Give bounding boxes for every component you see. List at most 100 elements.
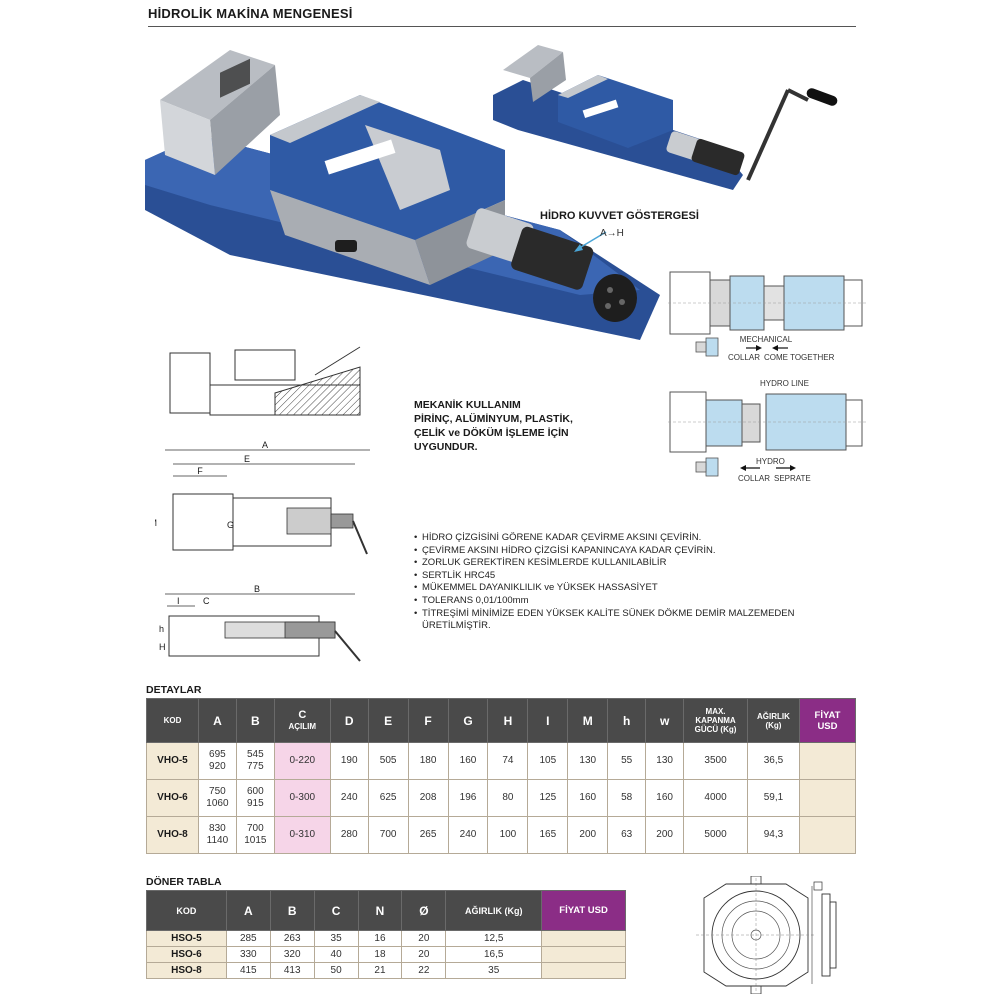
feature-item: TOLERANS 0,01/100mm (414, 595, 814, 608)
mech-note-line: MEKANİK KULLANIM (414, 399, 521, 411)
cell-w: 160 (645, 779, 685, 817)
cell-e: 700 (367, 816, 409, 854)
col-d: D (329, 698, 369, 743)
cell-a-line: 830 (209, 823, 226, 834)
cell-price (798, 742, 857, 780)
collar-label-2: COLLAR (738, 474, 770, 483)
collar-label: COLLAR (728, 353, 760, 362)
cell-h: 74 (487, 742, 529, 780)
cell-max: 5000 (683, 816, 748, 854)
mechanical-usage-note: MEKANİK KULLANIM PİRİNÇ, ALÜMİNYUM, PLAS… (414, 398, 614, 454)
mechanism-diagram: MECHANICAL COLLAR COME TOGETHER HYDRO LI… (668, 271, 868, 483)
cell-i: 125 (527, 779, 569, 817)
cell-h-small: 63 (607, 816, 647, 854)
come-together-label: COME TOGETHER (764, 353, 835, 362)
cell-c: 40 (313, 946, 359, 963)
cell-w: 130 (645, 742, 685, 780)
col-c-letter: C (298, 708, 307, 721)
cell-i: 165 (527, 816, 569, 854)
col-price-line: USD (817, 720, 838, 732)
col-g: G (447, 698, 489, 743)
cell-i: 105 (527, 742, 569, 780)
doner-tabla-label: DÖNER TABLA (146, 876, 222, 888)
cell-max: 4000 (683, 779, 748, 817)
gauge-label: HİDRO KUVVET GÖSTERGESİ (540, 210, 699, 222)
col-w: w (645, 698, 685, 743)
cell-diameter: 22 (401, 962, 447, 979)
dim-e-label: E (244, 454, 250, 464)
cell-diameter: 20 (401, 930, 447, 947)
col-c-sub: AÇILIM (288, 721, 317, 731)
cell-h-small: 58 (607, 779, 647, 817)
cell-weight: 35 (445, 962, 543, 979)
col-diameter: Ø (401, 890, 447, 931)
cell-n: 21 (357, 962, 403, 979)
col-i: I (527, 698, 569, 743)
dim-h-label: H (159, 642, 166, 652)
cell-b-line: 600 (247, 786, 264, 797)
col-max-line: MAX. (705, 707, 726, 716)
dimension-drawings: A E F DM G B I C h H (155, 440, 370, 662)
seprate-label: SEPRATE (774, 474, 811, 483)
cell-b-line: 545 (247, 749, 264, 760)
col-weight: AĞIRLIK (Kg) (445, 890, 543, 931)
cell-b-line: 700 (247, 823, 264, 834)
cell-g: 240 (447, 816, 489, 854)
col-a: A (197, 698, 237, 743)
gauge-arrow-icon (574, 231, 607, 252)
col-f: F (407, 698, 449, 743)
dim-f-label: F (197, 466, 203, 476)
mech-note-line: UYGUNDUR. (414, 441, 478, 453)
cell-h: 100 (487, 816, 529, 854)
cell-c: 0-220 (273, 742, 331, 780)
cell-d: 280 (329, 816, 369, 854)
col-weight-line: (Kg) (765, 720, 782, 730)
cell-e: 505 (367, 742, 409, 780)
cell-c: 50 (313, 962, 359, 979)
cell-kod: VHO-5 (146, 742, 199, 780)
cell-a: 285 (225, 930, 271, 947)
page-title: HİDROLİK MAKİNA MENGENESİ (148, 6, 353, 21)
cell-b: 413 (269, 962, 315, 979)
cell-price (541, 930, 626, 947)
col-max-line: GÜCÜ (Kg) (694, 725, 737, 734)
col-price-line: FİYAT (814, 709, 841, 721)
cell-kod: HSO-6 (146, 946, 227, 963)
cell-d: 190 (329, 742, 369, 780)
cell-kod: HSO-8 (146, 962, 227, 979)
cell-a: 415 (225, 962, 271, 979)
cell-f: 265 (407, 816, 449, 854)
cell-price (798, 816, 857, 854)
mech-note-line: ÇELİK ve DÖKÜM İŞLEME İÇİN (414, 427, 569, 439)
cell-weight: 36,5 (747, 742, 800, 780)
gauge-sub-label: A→H (600, 228, 624, 239)
cell-n: 16 (357, 930, 403, 947)
cell-price (541, 962, 626, 979)
col-b: B (269, 890, 315, 931)
dim-b-label: B (254, 584, 260, 594)
mech-note-line: PİRİNÇ, ALÜMİNYUM, PLASTİK, (414, 413, 573, 425)
mechanical-label: MECHANICAL (740, 335, 793, 344)
cell-weight: 94,3 (747, 816, 800, 854)
col-weight: AĞIRLIK(Kg) (747, 698, 800, 743)
cell-c: 0-300 (273, 779, 331, 817)
cell-e: 625 (367, 779, 409, 817)
rotary-table-drawing (696, 876, 837, 994)
cell-b: 263 (269, 930, 315, 947)
title-divider (148, 26, 856, 27)
dim-i-label: I (177, 596, 180, 606)
col-weight-line: AĞIRLIK (757, 711, 790, 721)
col-price: FİYAT USD (541, 890, 626, 931)
cell-h: 80 (487, 779, 529, 817)
col-m: M (567, 698, 609, 743)
cell-b-line: 1015 (244, 835, 267, 846)
cell-f: 180 (407, 742, 449, 780)
cell-price (798, 779, 857, 817)
